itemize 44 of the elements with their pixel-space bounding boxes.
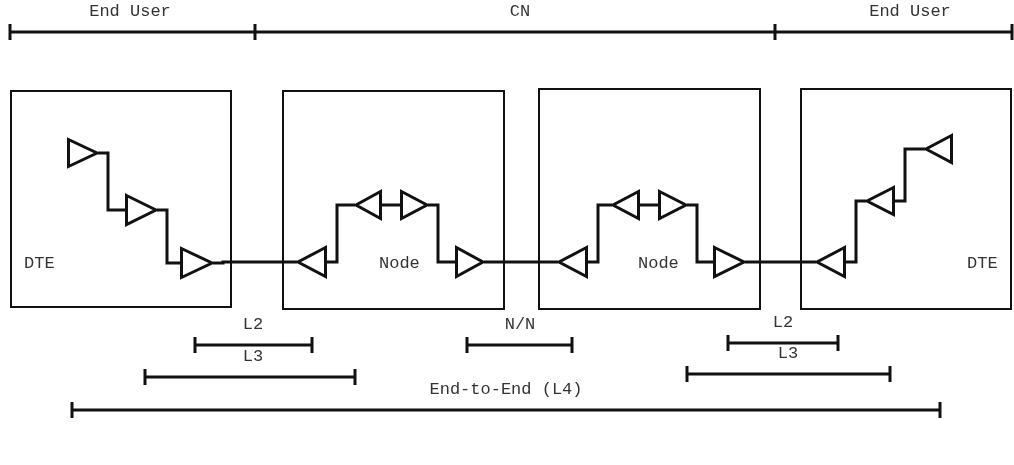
box-label: Node [638, 254, 679, 274]
connector-line [640, 203, 658, 207]
span-label: L3 [242, 347, 264, 367]
span-label: N/N [504, 315, 536, 335]
span-label: End-to-End (L4) [429, 380, 583, 400]
span-label: CN [509, 2, 531, 22]
layer-triangle [658, 190, 687, 220]
layer-triangle [816, 246, 846, 278]
span-label: End User [89, 2, 171, 22]
connector-line [687, 203, 713, 264]
device-box [800, 88, 1012, 310]
device-box [282, 90, 505, 310]
layer-triangle [400, 190, 428, 220]
connector-line [895, 147, 925, 203]
connector-line [745, 260, 816, 264]
connector-line [327, 203, 355, 264]
layer-triangle [925, 134, 953, 164]
box-label: Node [379, 254, 420, 274]
connector-line [846, 199, 866, 264]
device-box [10, 90, 232, 308]
layer-triangle [455, 246, 484, 278]
span-label: L2 [772, 313, 794, 333]
layer-triangle [558, 246, 588, 278]
layer-triangle [355, 190, 382, 220]
span-label: End User [869, 2, 951, 22]
layer-triangle [125, 194, 157, 226]
connector-line [213, 260, 297, 265]
layer-triangle [612, 190, 640, 220]
layer-triangle [180, 247, 213, 279]
box-label: DTE [967, 254, 998, 274]
connector-line [588, 203, 612, 264]
connector-line [98, 151, 125, 212]
connector-line [382, 203, 400, 207]
layer-triangle [866, 186, 895, 216]
span-label: L3 [777, 344, 799, 364]
connector-line [157, 208, 180, 265]
connector-line [428, 203, 455, 264]
device-box [538, 88, 761, 310]
layer-triangle [713, 246, 745, 278]
span-label: L2 [242, 315, 264, 335]
box-label: DTE [24, 254, 55, 274]
layer-triangle [297, 246, 327, 278]
layer-triangle [67, 138, 98, 168]
connector-line [484, 260, 558, 264]
